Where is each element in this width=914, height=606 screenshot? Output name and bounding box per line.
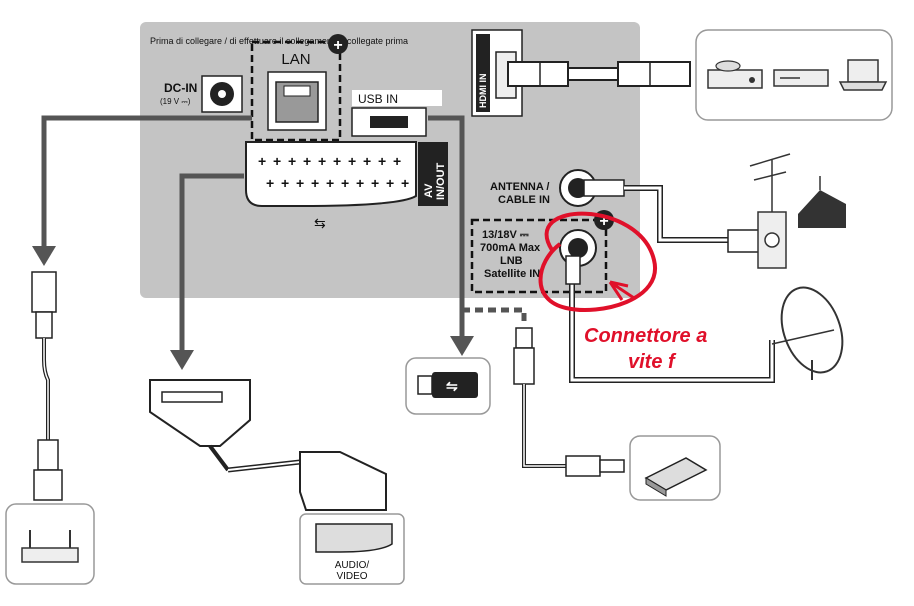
antenna-label-1: ANTENNA / xyxy=(490,181,549,193)
ethernet-cable xyxy=(31,271,63,501)
scart-pin: + xyxy=(341,175,349,191)
scart-pin: + xyxy=(288,153,296,169)
scart-pin: + xyxy=(386,175,394,191)
scart-label-2: VIDEO xyxy=(336,571,367,582)
f-connector-annotation: Connettore a vite f xyxy=(538,211,707,373)
scart-pin: + xyxy=(393,153,401,169)
hard-drive-box xyxy=(629,435,721,501)
usb-port: USB IN xyxy=(351,90,442,137)
scart-pin: + xyxy=(363,153,371,169)
satellite-dish-icon xyxy=(771,286,844,380)
scart-pin: + xyxy=(348,153,356,169)
svg-text:+: + xyxy=(333,37,342,54)
scart-pin: + xyxy=(281,175,289,191)
satellite-cable xyxy=(565,255,775,383)
usb-stick-box: ⇋ xyxy=(405,357,491,415)
lan-label: LAN xyxy=(281,51,310,68)
antenna-cable xyxy=(583,179,763,253)
dcin-label: DC-IN xyxy=(164,81,197,95)
av-devices-box xyxy=(695,29,893,121)
scart-pin: + xyxy=(303,153,311,169)
scart-pin: + xyxy=(333,153,341,169)
scart-device-box: AUDIO/ VIDEO xyxy=(299,513,405,585)
svg-text:⇋: ⇋ xyxy=(446,378,458,394)
scart-pin: + xyxy=(311,175,319,191)
scart-arrow xyxy=(170,173,244,370)
scart-pin: + xyxy=(326,175,334,191)
house-antenna-icon xyxy=(749,153,846,228)
av-label-2: IN/OUT xyxy=(435,162,447,200)
hdmi-cable xyxy=(507,61,691,87)
scart-pin: + xyxy=(371,175,379,191)
sat-line-2: 700mA Max xyxy=(480,242,541,254)
sat-line-1: 13/18V ⎓ xyxy=(482,229,529,241)
scart-symbol-icon: ⇆ xyxy=(314,215,326,231)
scart-pin: + xyxy=(378,153,386,169)
scart-label-1: AUDIO/ xyxy=(335,560,370,571)
sat-line-4: Satellite IN xyxy=(484,268,540,280)
satellite-port: 13/18V ⎓ 700mA Max LNB Satellite IN xyxy=(470,218,608,294)
usb-label: USB IN xyxy=(358,92,398,106)
dcin-sub: (19 V ⎓) xyxy=(160,97,191,106)
router-icon xyxy=(21,530,79,563)
usb-cable xyxy=(513,327,625,477)
wall-socket-icon xyxy=(757,211,787,269)
lan-port: LAN xyxy=(250,40,342,142)
annotation-line-2: vite f xyxy=(628,351,677,373)
usb-arrow xyxy=(428,115,527,356)
lan-arrow xyxy=(32,115,252,266)
scart-pin: + xyxy=(401,175,409,191)
scart-port: ++++++++++++++++++++ AV IN/OUT ⇆ xyxy=(245,141,448,231)
antenna-label-2: CABLE IN xyxy=(498,194,550,206)
hdmi-label: HDMI IN xyxy=(478,74,488,109)
av-label-1: AV xyxy=(423,183,435,198)
usb-stick-icon: ⇋ xyxy=(417,372,478,398)
lan-plus-icon: + xyxy=(328,34,348,54)
dc-in-port: DC-IN (19 V ⎓) xyxy=(160,75,243,113)
router-box xyxy=(5,503,95,585)
scart-pin: + xyxy=(273,153,281,169)
scart-pin: + xyxy=(258,153,266,169)
scart-cable xyxy=(149,379,387,511)
antenna-port: ANTENNA / CABLE IN xyxy=(490,169,597,207)
svg-text:+: + xyxy=(599,213,608,230)
scart-pin: + xyxy=(266,175,274,191)
set-top-box-icon xyxy=(773,69,829,87)
scart-pin: + xyxy=(296,175,304,191)
annotation-line-1: Connettore a xyxy=(584,325,707,347)
scart-pin: + xyxy=(356,175,364,191)
sat-line-3: LNB xyxy=(500,255,523,267)
scart-pin: + xyxy=(318,153,326,169)
dvd-player-icon xyxy=(707,60,763,89)
laptop-icon xyxy=(838,59,888,91)
hard-drive-icon xyxy=(644,457,708,497)
